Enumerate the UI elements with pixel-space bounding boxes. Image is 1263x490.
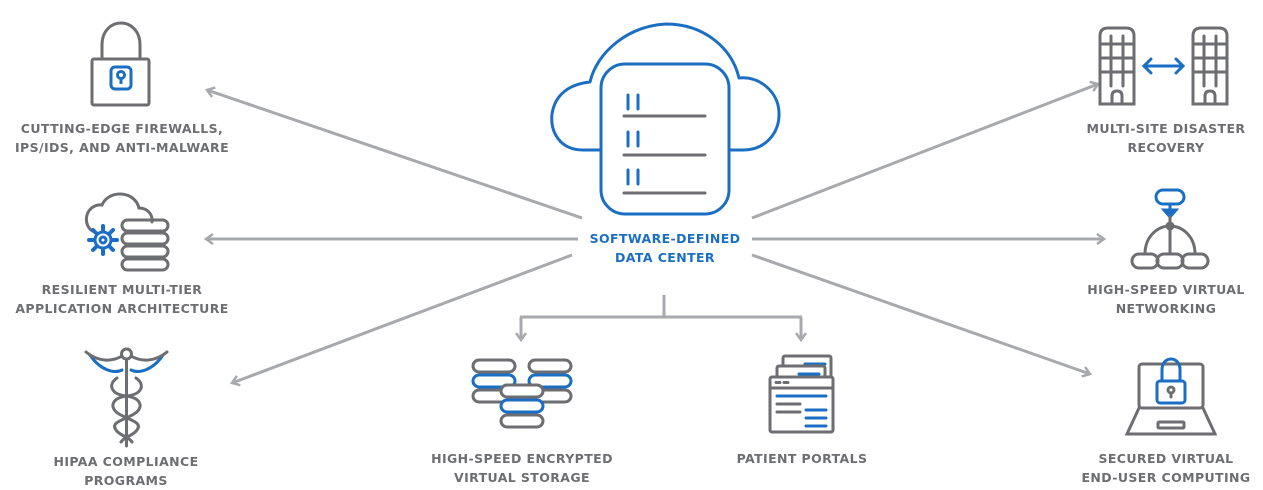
- label-storage-line2: VIRTUAL STORAGE: [454, 470, 590, 485]
- label-recovery-line2: RECOVERY: [1127, 140, 1205, 155]
- label-recovery-line1: MULTI-SITE DISASTER: [1086, 121, 1246, 136]
- database-stack-icon: [471, 358, 573, 429]
- label-networking-line1: HIGH-SPEED VIRTUAL: [1087, 282, 1245, 297]
- arrow-to-computing: [751, 253, 1090, 374]
- label-architecture-line2: APPLICATION ARCHITECTURE: [15, 301, 229, 316]
- cloud-server-icon: [550, 22, 781, 216]
- label-firewalls-line1: CUTTING-EDGE FIREWALLS,: [20, 121, 224, 136]
- label-computing-line2: END-USER COMPUTING: [1081, 470, 1251, 485]
- arrow-to-recovery: [751, 84, 1098, 220]
- arrow-to-hipaa: [232, 253, 573, 383]
- buildings-sync-icon: [1098, 26, 1229, 106]
- label-computing-line1: SECURED VIRTUAL: [1098, 451, 1234, 466]
- label-hipaa: HIPAA COMPLIANCE PROGRAMS: [26, 452, 226, 490]
- label-firewalls: CUTTING-EDGE FIREWALLS, IPS/IDS, AND ANT…: [0, 119, 249, 157]
- label-networking-line2: NETWORKING: [1115, 301, 1217, 316]
- label-storage: HIGH-SPEED ENCRYPTED VIRTUAL STORAGE: [412, 449, 632, 487]
- label-storage-line1: HIGH-SPEED ENCRYPTED: [431, 451, 613, 466]
- label-computing: SECURED VIRTUAL END-USER COMPUTING: [1066, 449, 1263, 487]
- label-networking: HIGH-SPEED VIRTUAL NETWORKING: [1066, 280, 1263, 318]
- center-label-line1: SOFTWARE-DEFINED: [589, 231, 741, 246]
- caduceus-icon: [84, 347, 169, 448]
- padlock-icon: [90, 21, 151, 107]
- label-architecture: RESILIENT MULTI-TIER APPLICATION ARCHITE…: [0, 280, 249, 318]
- center-label: SOFTWARE-DEFINED DATA CENTER: [565, 229, 765, 267]
- label-hipaa-line2: PROGRAMS: [84, 473, 168, 488]
- browser-windows-icon: [768, 354, 835, 434]
- cloud-gear-database-icon: [84, 192, 170, 272]
- label-portals: PATIENT PORTALS: [702, 449, 902, 468]
- label-recovery: MULTI-SITE DISASTER RECOVERY: [1066, 119, 1263, 157]
- network-tree-icon: [1130, 188, 1210, 270]
- arrow-to-firewalls: [207, 90, 583, 220]
- laptop-lock-icon: [1124, 357, 1218, 436]
- label-firewalls-line2: IPS/IDS, AND ANTI-MALWARE: [14, 140, 230, 155]
- connector-arrows: [206, 84, 1104, 383]
- label-hipaa-line1: HIPAA COMPLIANCE: [53, 454, 199, 469]
- label-architecture-line1: RESILIENT MULTI-TIER: [41, 282, 203, 297]
- label-portals-line1: PATIENT PORTALS: [736, 451, 868, 466]
- center-label-line2: DATA CENTER: [615, 250, 715, 265]
